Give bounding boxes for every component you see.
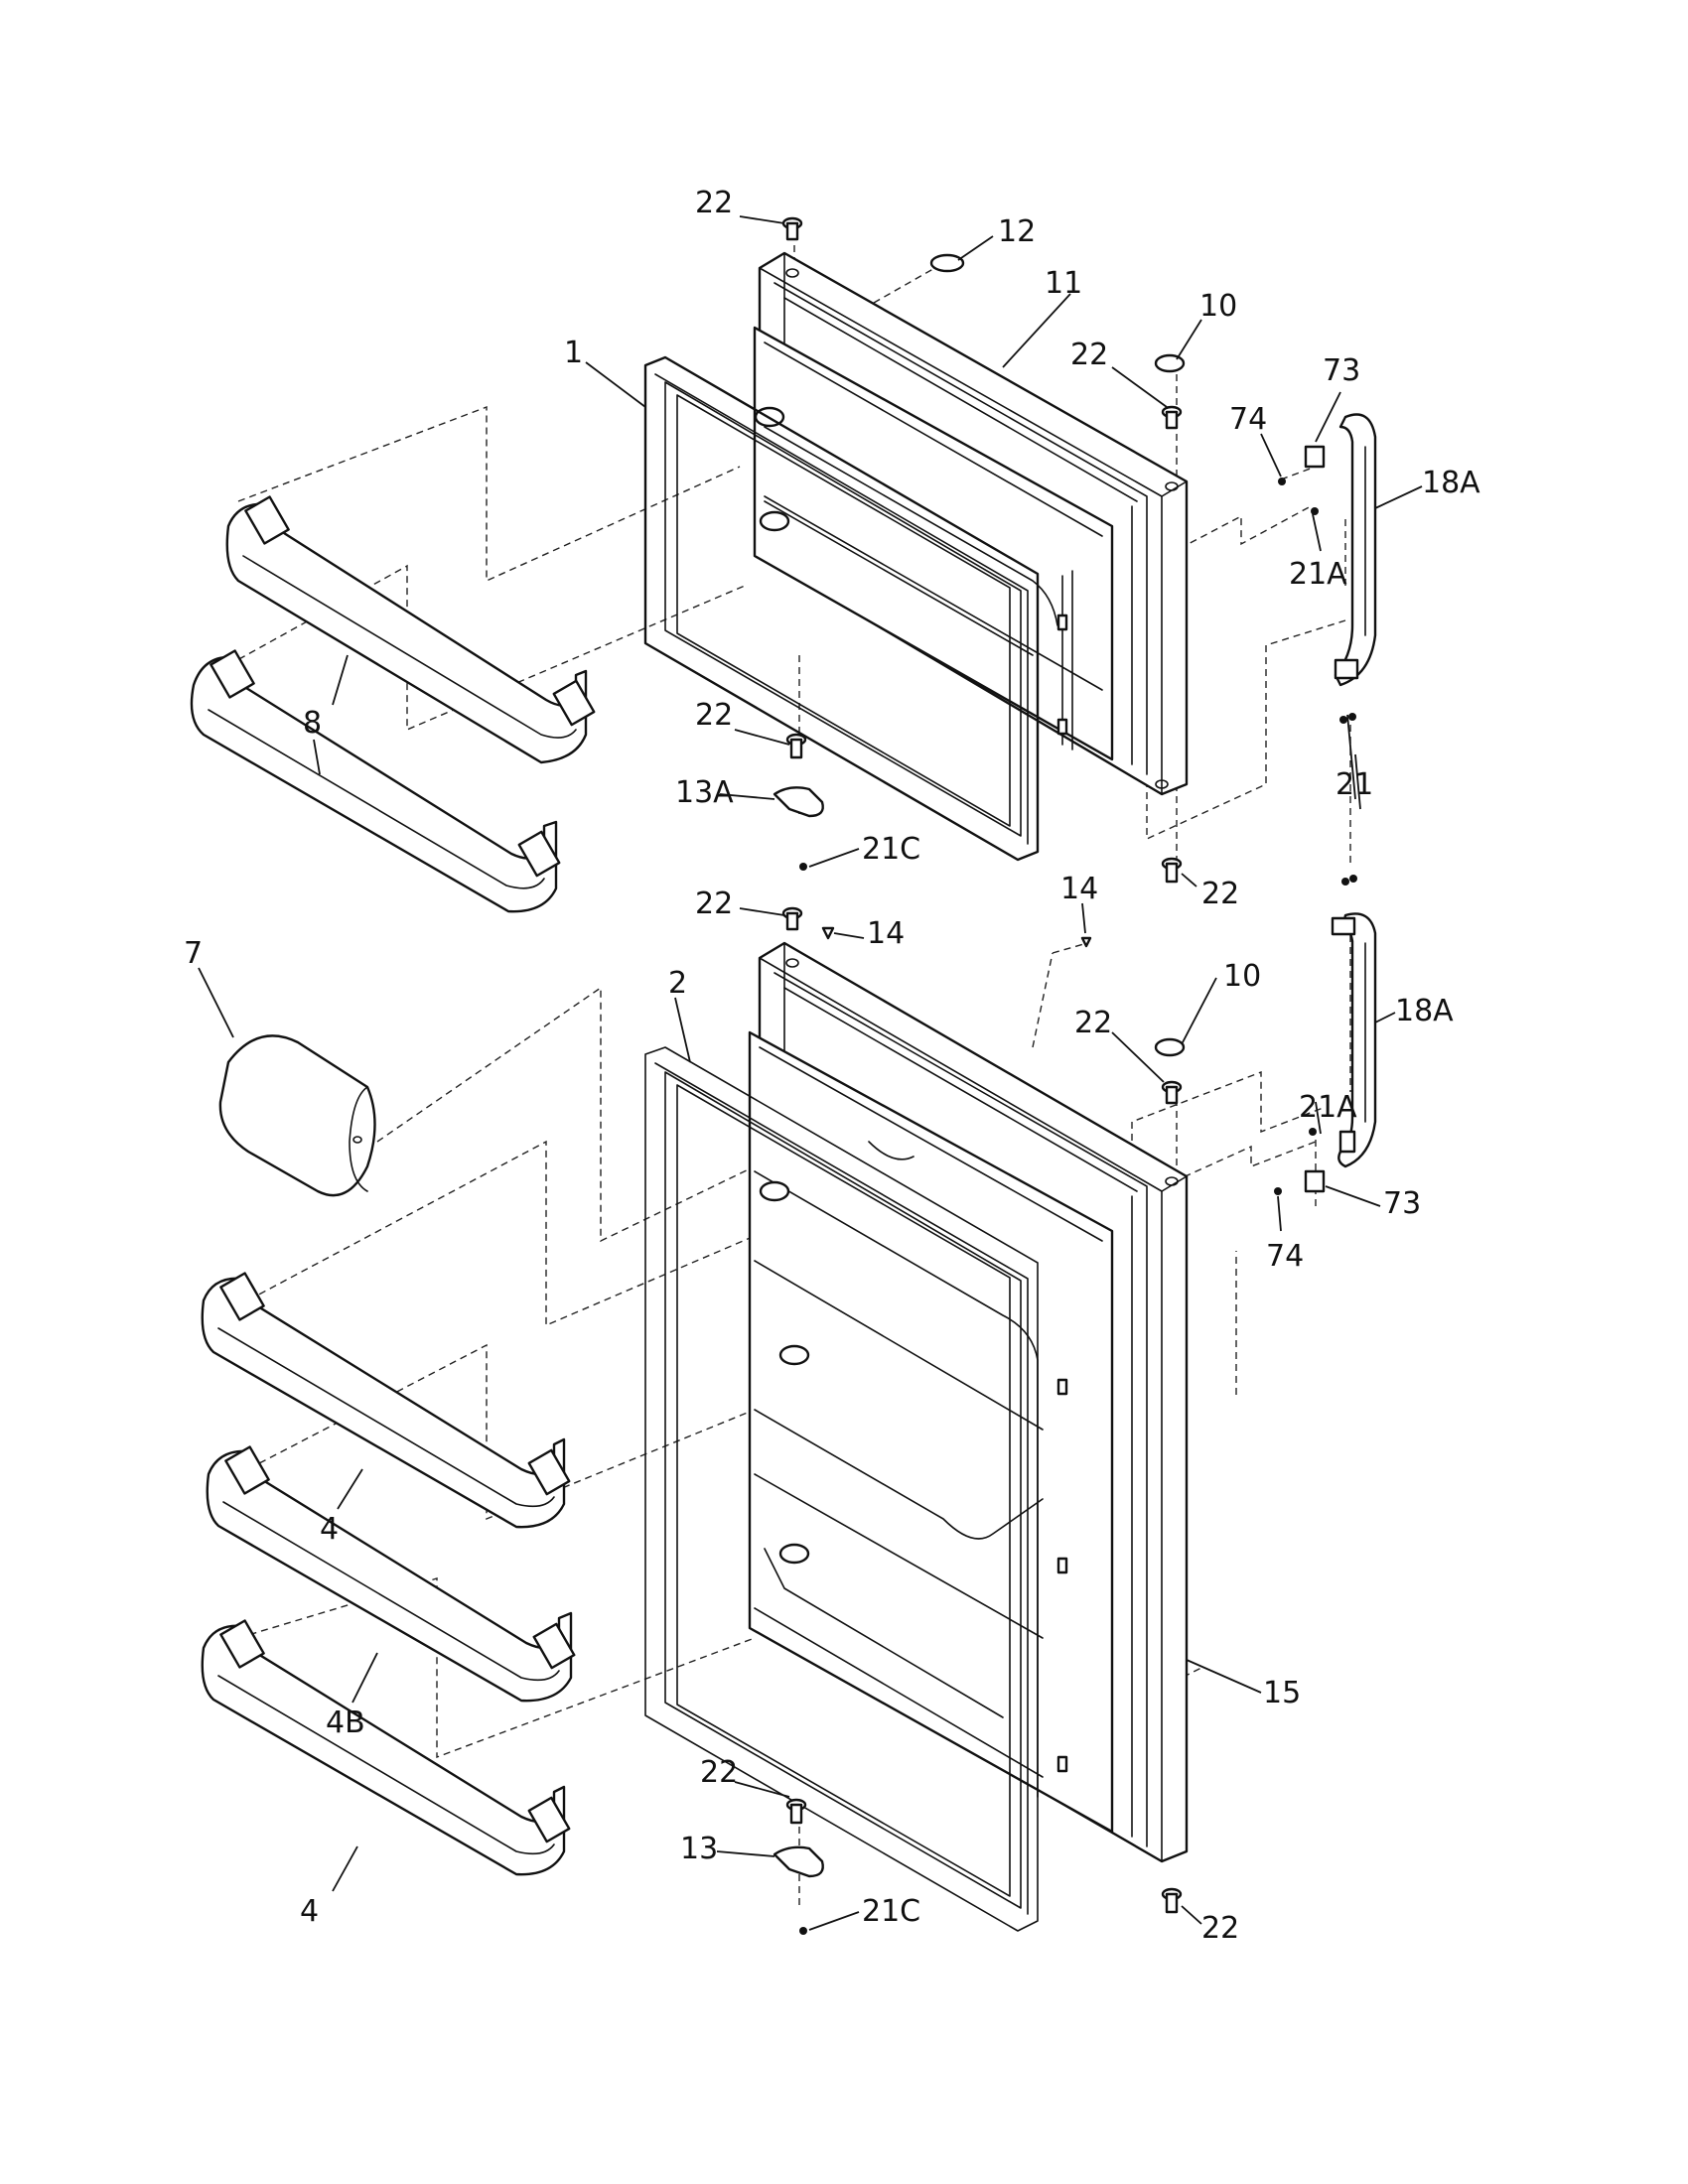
callout-22: 22 <box>1201 877 1239 911</box>
callout-22: 22 <box>695 698 733 733</box>
callout-4: 4 <box>320 1512 339 1547</box>
callout-7: 7 <box>184 936 203 971</box>
callout-14: 14 <box>867 916 905 951</box>
callout-21A: 21A <box>1299 1090 1357 1125</box>
callout-74: 74 <box>1266 1239 1304 1274</box>
callout-73: 73 <box>1323 353 1360 388</box>
callout-21A: 21A <box>1289 557 1347 592</box>
callout-22: 22 <box>700 1755 738 1790</box>
callout-22: 22 <box>695 186 733 220</box>
upper-door-gasket <box>643 355 1040 862</box>
hinge-pins-and-screws <box>773 216 1357 1935</box>
callout-10: 10 <box>1199 289 1237 324</box>
guide-line <box>1280 466 1317 480</box>
guide-line <box>1032 952 1054 1048</box>
callout-10: 10 <box>1223 959 1261 994</box>
lower-door-shelf <box>206 1445 576 1703</box>
callout-18A: 18A <box>1422 466 1480 500</box>
callout-22: 22 <box>1074 1006 1112 1040</box>
lower-door-gasket <box>644 1046 1039 1932</box>
callout-22: 22 <box>1201 1911 1239 1946</box>
callout-13A: 13A <box>675 775 734 810</box>
guide-line <box>1052 942 1088 954</box>
guide-line <box>1146 619 1346 841</box>
callout-11: 11 <box>1045 266 1082 301</box>
lower-door-handle <box>1331 912 1377 1168</box>
callout-21C: 21C <box>862 1894 920 1929</box>
guide-line <box>873 265 939 304</box>
callout-leaders <box>198 215 1423 1931</box>
callout-4B: 4B <box>326 1706 365 1740</box>
callout-4: 4 <box>300 1894 319 1929</box>
lower-door-panel <box>748 941 1189 1863</box>
guide-line <box>237 405 741 583</box>
callout-12: 12 <box>998 214 1036 249</box>
dairy-bin <box>218 1034 376 1197</box>
callout-13: 13 <box>680 1832 718 1866</box>
callout-14: 14 <box>1060 872 1098 906</box>
callout-8: 8 <box>303 706 322 741</box>
callout-18A: 18A <box>1395 994 1454 1028</box>
callout-1: 1 <box>564 336 583 370</box>
callout-22: 22 <box>1070 338 1108 372</box>
guide-line <box>1161 1667 1202 1689</box>
callout-74: 74 <box>1229 402 1267 437</box>
callout-2: 2 <box>668 966 687 1001</box>
guide-line <box>237 1343 756 1521</box>
guide-line <box>237 1140 756 1327</box>
lower-door-shelf <box>201 1272 571 1529</box>
upper-door-shelf <box>190 649 561 913</box>
lower-door-shelf <box>201 1619 571 1876</box>
callout-labels: 22 12 11 10 22 1 74 73 18A 21A 8 22 13A … <box>184 186 1480 1946</box>
callout-21C: 21C <box>862 832 920 867</box>
upper-door-handle <box>1334 413 1377 687</box>
upper-door-shelf <box>225 495 596 764</box>
upper-door-panel <box>753 251 1189 796</box>
callout-21: 21 <box>1336 767 1373 802</box>
callout-73: 73 <box>1383 1186 1421 1221</box>
callout-22: 22 <box>695 887 733 921</box>
guide-line <box>376 986 756 1243</box>
guide-line <box>1131 1070 1327 1176</box>
callout-15: 15 <box>1263 1676 1301 1710</box>
